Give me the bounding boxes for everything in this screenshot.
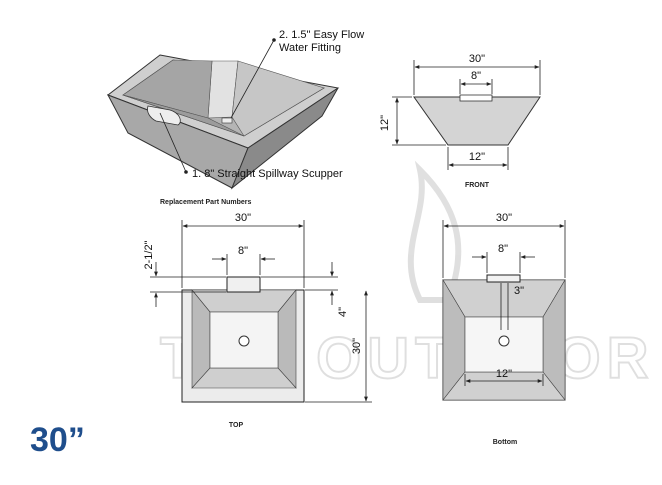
top-scupper-label: 8" (238, 245, 248, 257)
bottom-scupper (486, 274, 521, 283)
callout-fitting-line2: Water Fitting (279, 42, 341, 54)
bottom-drain (498, 335, 510, 347)
size-badge: 30” (30, 421, 85, 459)
top-scupper (226, 276, 261, 293)
bottom-view: 30" 8" 3" 12" Bottom (442, 212, 566, 446)
scupper-iso (147, 105, 181, 126)
bottom-drain-offset-label: 3" (514, 285, 524, 297)
top-view: 30" 8" 2-1/2" 4" 30" TOP (143, 212, 372, 429)
top-depth-label: 30" (351, 338, 363, 354)
section-title: Replacement Part Numbers (160, 199, 252, 206)
callout-fitting-line1: 2. 1.5" Easy Flow (279, 29, 364, 41)
front-width-label: 30" (469, 53, 485, 65)
top-drain (238, 335, 250, 347)
fitting-iso (221, 117, 233, 124)
isometric-bowl-view (106, 54, 340, 190)
bottom-base-label: 12" (496, 368, 512, 380)
callout-scupper-label: 1. 8" Straight Spillway Scupper (192, 168, 343, 180)
front-scupper-label: 8" (471, 70, 481, 82)
callout-scupper: 1. 8" Straight Spillway Scupper (159, 112, 343, 180)
top-scupper-offset-label: 4" (337, 307, 349, 317)
front-caption: FRONT (465, 182, 490, 189)
top-scupper-depth-label: 2-1/2" (143, 240, 155, 269)
top-caption: TOP (229, 422, 244, 429)
bottom-caption: Bottom (493, 439, 518, 446)
front-scupper (459, 94, 493, 102)
callout-fitting: 2. 1.5" Easy Flow Water Fitting (230, 29, 364, 119)
front-height-label: 12" (379, 115, 391, 131)
bottom-width-label: 30" (496, 212, 512, 224)
top-width-label: 30" (235, 212, 251, 224)
front-base-label: 12" (469, 151, 485, 163)
front-view: 30" 8" 12" 12" FRONT (379, 53, 541, 189)
bottom-scupper-label: 8" (498, 243, 508, 255)
